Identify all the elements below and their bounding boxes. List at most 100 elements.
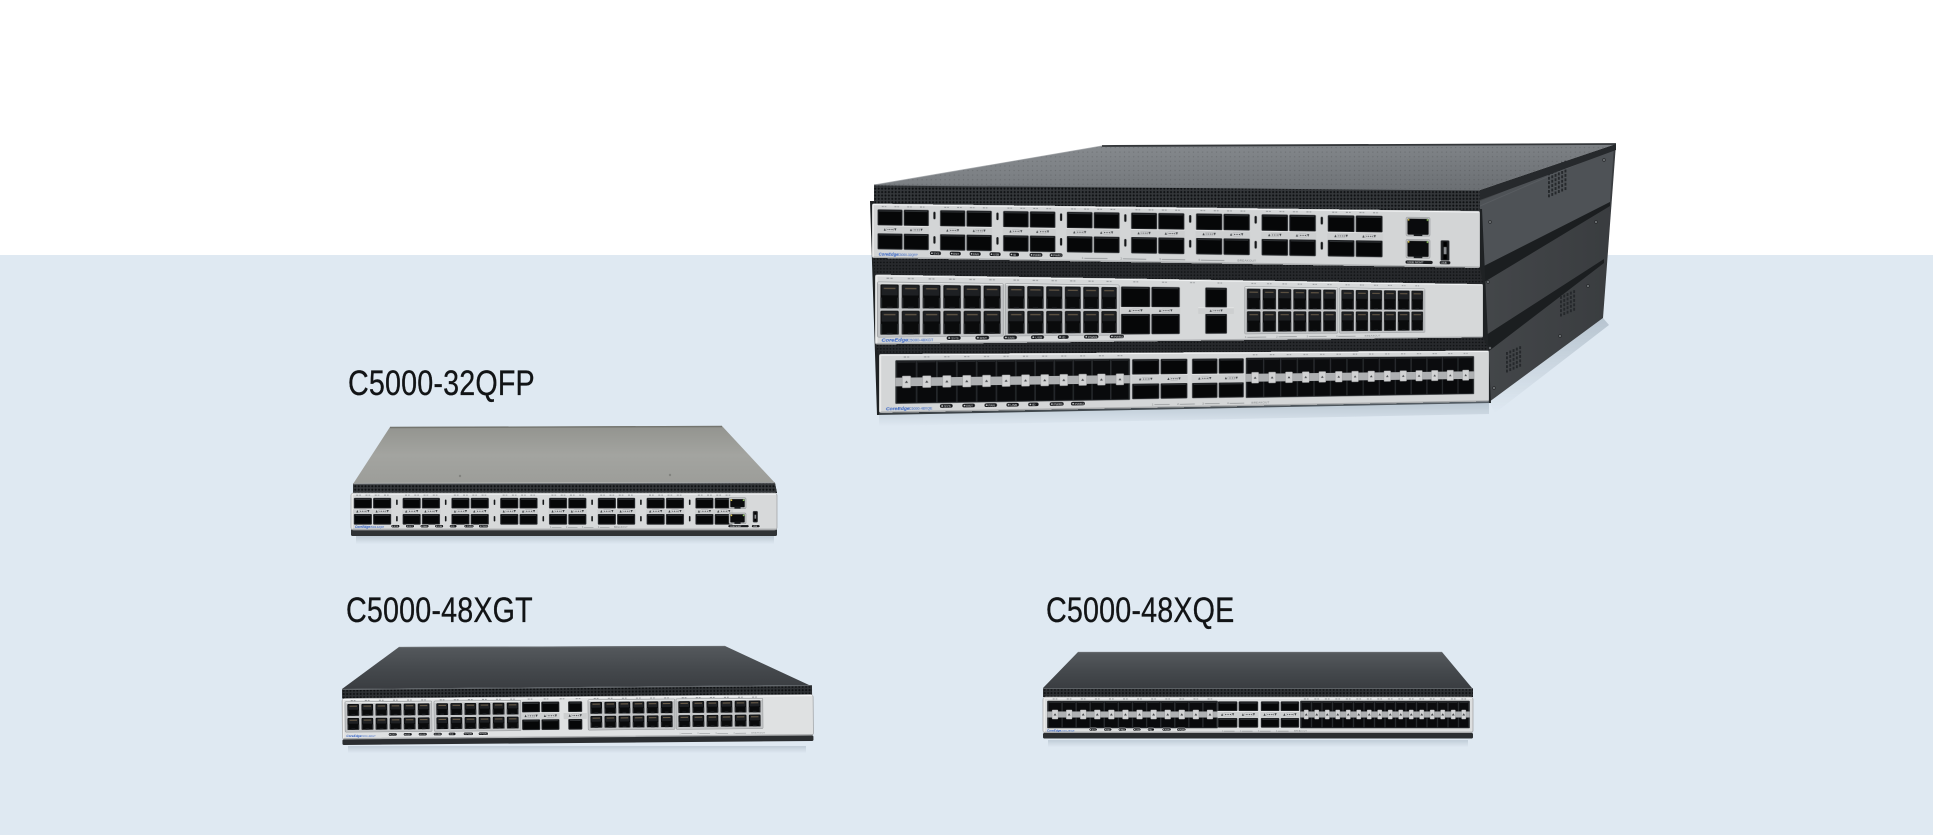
svg-text:1: 1 — [550, 527, 552, 529]
svg-text:PWR2: PWR2 — [1179, 729, 1186, 731]
svg-text:BREAKOUT: BREAKOUT — [1237, 258, 1256, 262]
svg-text:PWR2: PWR2 — [481, 733, 488, 735]
svg-text:PWR1: PWR1 — [467, 526, 474, 528]
svg-text:SYS: SYS — [933, 251, 939, 255]
svg-text:4: 4 — [598, 527, 600, 529]
svg-text:BREAKOUT: BREAKOUT — [1294, 730, 1308, 733]
svg-text:3: 3 — [1258, 731, 1260, 733]
svg-text:PWR2: PWR2 — [1114, 335, 1123, 338]
svg-text:C5000-32QFP: C5000-32QFP — [898, 253, 918, 257]
svg-text:PWR1: PWR1 — [1054, 402, 1063, 406]
svg-text:RST: RST — [966, 404, 973, 408]
svg-text:PWR2: PWR2 — [481, 526, 488, 528]
svg-text:ID: ID — [1013, 253, 1016, 257]
svg-text:PWR1: PWR1 — [1088, 335, 1098, 338]
svg-text:2: 2 — [1240, 731, 1242, 733]
svg-text:2: 2 — [1177, 402, 1179, 406]
svg-text:RST: RST — [953, 252, 959, 256]
svg-text:SYS: SYS — [944, 404, 952, 408]
svg-text:PWR1: PWR1 — [1165, 729, 1172, 731]
svg-text:1: 1 — [1082, 256, 1084, 260]
svg-text:ID: ID — [452, 526, 455, 528]
svg-text:C5000-48XGT: C5000-48XGT — [361, 736, 376, 738]
svg-text:3: 3 — [1306, 335, 1308, 338]
svg-text:PWR2: PWR2 — [1053, 253, 1062, 257]
svg-text:SYS: SYS — [1092, 729, 1097, 731]
svg-text:USB: USB — [753, 526, 758, 528]
svg-text:SYS: SYS — [951, 337, 959, 341]
svg-text:USB: USB — [1441, 261, 1447, 265]
chassis-top — [1043, 652, 1472, 688]
svg-text:C5000-48XQE: C5000-48XQE — [909, 407, 933, 411]
svg-text:SYS: SYS — [391, 734, 396, 736]
svg-text:SYS: SYS — [394, 526, 399, 528]
svg-text:CoreEdge: CoreEdge — [882, 338, 909, 344]
svg-text:RST: RST — [980, 336, 988, 340]
svg-text:USB: USB — [436, 734, 441, 736]
svg-text:4: 4 — [1276, 731, 1278, 733]
svg-text:10GE MGMT: 10GE MGMT — [730, 526, 742, 528]
svg-text:USB: USB — [993, 252, 999, 256]
chassis-top — [353, 426, 775, 484]
svg-text:PWR1: PWR1 — [466, 734, 473, 736]
product-label-c5000-32qfp: C5000-32QFP — [348, 364, 535, 403]
svg-text:RST: RST — [406, 734, 411, 736]
svg-text:CoreEdge: CoreEdge — [1047, 729, 1061, 733]
svg-text:PWR1: PWR1 — [1033, 253, 1042, 257]
svg-text:FAN: FAN — [423, 525, 428, 528]
svg-text:BREAKOUT: BREAKOUT — [614, 526, 628, 529]
svg-text:ID: ID — [451, 734, 454, 736]
product-label-c5000-48xqe: C5000-48XQE — [1046, 591, 1235, 630]
svg-text:USB: USB — [1136, 729, 1141, 731]
svg-text:3: 3 — [715, 733, 717, 735]
svg-text:USB: USB — [438, 526, 443, 528]
svg-text:CoreEdge: CoreEdge — [886, 406, 910, 412]
svg-text:2: 2 — [1120, 256, 1122, 260]
svg-text:BREAKOUT: BREAKOUT — [1251, 401, 1269, 405]
svg-text:FAN: FAN — [1121, 728, 1125, 731]
svg-text:1: 1 — [1245, 336, 1247, 339]
svg-text:CoreEdge: CoreEdge — [346, 734, 361, 738]
svg-text:C5000-32QFP: C5000-32QFP — [369, 527, 384, 529]
chassis-top — [342, 646, 809, 689]
svg-text:RST: RST — [408, 526, 413, 528]
svg-text:CoreEdge: CoreEdge — [355, 525, 370, 529]
svg-text:FAN: FAN — [988, 404, 995, 408]
svg-text:CoreEdge: CoreEdge — [879, 252, 899, 257]
product-label-c5000-48xgt: C5000-48XGT — [346, 591, 533, 630]
svg-text:2: 2 — [697, 733, 699, 735]
svg-text:ID: ID — [1150, 729, 1153, 731]
svg-text:2: 2 — [1276, 335, 1278, 338]
svg-text:BREAKOUT: BREAKOUT — [1365, 334, 1381, 337]
svg-text:C5000-48XGT: C5000-48XGT — [907, 339, 934, 343]
svg-text:USB: USB — [1010, 403, 1017, 407]
svg-text:FAN: FAN — [421, 733, 426, 736]
svg-text:4: 4 — [1336, 335, 1338, 338]
svg-text:PWR2: PWR2 — [1075, 402, 1084, 406]
svg-text:4: 4 — [1198, 258, 1200, 262]
svg-text:3: 3 — [582, 527, 584, 529]
svg-text:1: 1 — [1222, 731, 1224, 733]
svg-text:BREAKOUT: BREAKOUT — [751, 731, 765, 734]
svg-text:2: 2 — [566, 527, 568, 529]
svg-text:1: 1 — [1152, 403, 1154, 407]
svg-text:ID: ID — [1032, 403, 1036, 407]
svg-text:USB: USB — [1035, 336, 1043, 339]
svg-text:4: 4 — [1227, 401, 1229, 404]
svg-text:FAN: FAN — [1008, 336, 1015, 339]
svg-text:4: 4 — [733, 733, 735, 735]
